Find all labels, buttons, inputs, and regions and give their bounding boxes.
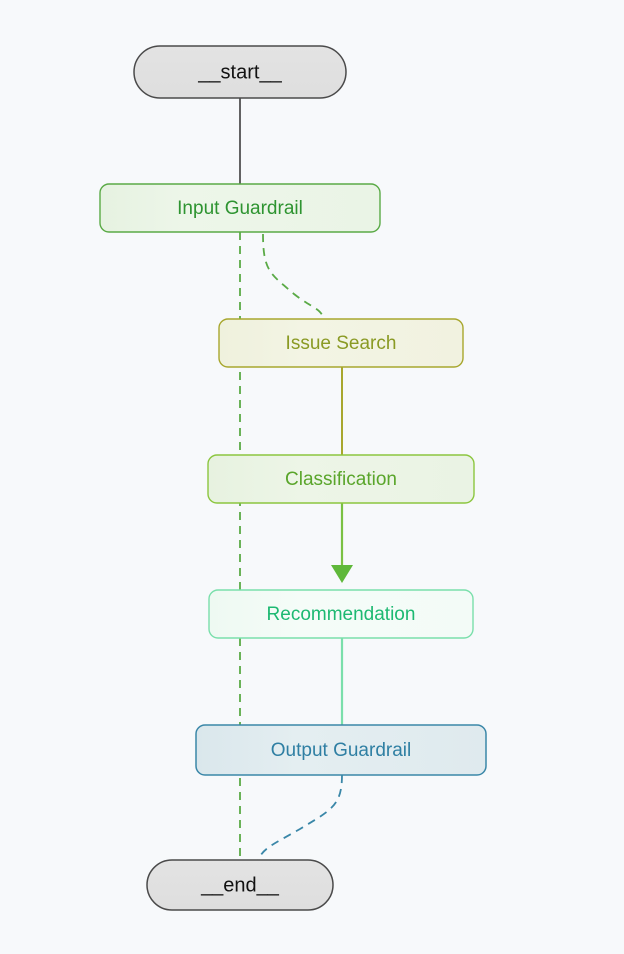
node-output-guardrail[interactable]: Output Guardrail — [195, 724, 487, 776]
node-layer: __start__ Input Guardrail Issue Search C… — [99, 45, 487, 911]
node-start-label: __start__ — [197, 61, 282, 83]
node-output-guardrail-shape[interactable] — [195, 724, 487, 776]
node-classification-shape[interactable] — [207, 454, 475, 504]
node-start[interactable]: __start__ — [133, 45, 347, 99]
arrowhead-icon — [331, 565, 353, 583]
node-recommendation-shape[interactable] — [208, 589, 474, 639]
edge-input-guardrail-to-issue-search — [262, 233, 325, 322]
node-input-guardrail-shape[interactable] — [99, 183, 381, 233]
node-recommendation[interactable]: Recommendation — [208, 589, 474, 639]
node-classification[interactable]: Classification — [207, 454, 475, 504]
node-issue-search-shape[interactable] — [218, 318, 464, 368]
node-start-shape[interactable] — [133, 45, 347, 99]
edge-output-guardrail-to-end — [257, 774, 343, 863]
node-end[interactable]: __end__ — [146, 859, 334, 911]
node-input-guardrail[interactable]: Input Guardrail — [99, 183, 381, 233]
node-end-label: __end__ — [200, 874, 280, 896]
node-issue-search[interactable]: Issue Search — [218, 318, 464, 368]
node-end-shape[interactable] — [146, 859, 334, 911]
